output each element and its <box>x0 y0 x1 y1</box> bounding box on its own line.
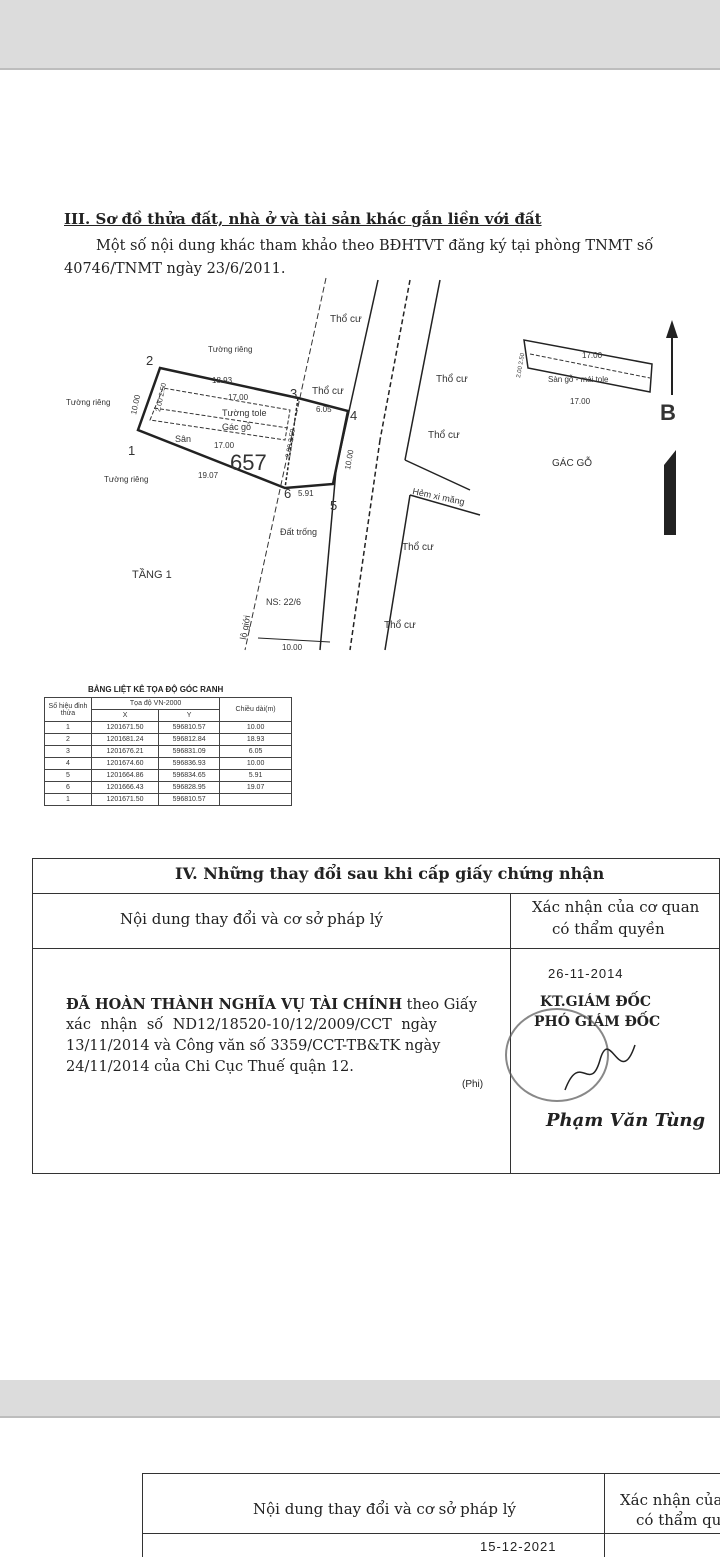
label-lo-gioi: lộ giới <box>238 615 252 641</box>
parcel-sketch: 1 2 3 4 5 6 657 Tường riêng Tường riêng … <box>66 277 678 652</box>
label-tho-cu-2: Thổ cư <box>312 385 344 397</box>
label-tuong-tole: Tường tole <box>222 408 266 418</box>
label-san: Sân <box>175 434 191 444</box>
coord-col-len: Chiều dài(m) <box>219 697 292 722</box>
label-tang1: TẦNG 1 <box>132 568 172 581</box>
label-dat-trong: Đất trống <box>280 527 317 537</box>
bottom-date: 15-12-2021 <box>480 1539 557 1554</box>
dim-19-07: 19.07 <box>198 471 219 480</box>
coord-col-x: X <box>90 709 160 722</box>
label-gac-go: Gác gỗ <box>222 422 251 432</box>
dim-2-00-2-50: 2.00 2.50 <box>155 382 168 412</box>
label-tuong-rieng-left: Tường riêng <box>66 398 110 407</box>
dim-2-00-2-50-inner: 2.00 2.50 <box>285 428 297 458</box>
gac-go-outline <box>523 339 653 393</box>
section4-content-line4: 24/11/2014 của Chi Cục Thuế quận 12. <box>66 1059 354 1075</box>
section3-heading: III. Sơ đồ thửa đất, nhà ở và tài sản kh… <box>64 210 542 228</box>
label-tho-cu-3: Thổ cư <box>436 373 468 385</box>
bottom-col1-header: Nội dung thay đổi và cơ sở pháp lý <box>253 1500 516 1518</box>
section4-heading: IV. Những thay đổi sau khi cấp giấy chứn… <box>175 864 605 883</box>
coord-col-y: Y <box>158 709 221 722</box>
bottom-col2-header-1: Xác nhận của <box>620 1491 720 1509</box>
signer-name: Phạm Văn Tùng <box>546 1110 706 1131</box>
content-bold: ĐÃ HOÀN THÀNH NGHĨA VỤ TÀI CHÍNH <box>66 996 403 1013</box>
section3-note-line2: 40746/TNMT ngày 23/6/2011. <box>64 261 286 277</box>
point-1: 1 <box>128 443 135 458</box>
gac-go-dim-bottom: 17.00 <box>570 397 591 406</box>
label-ns: NS: 22/6 <box>266 597 301 607</box>
label-tuong-rieng-bottom: Tường riêng <box>104 475 148 484</box>
gac-go-san-go: Sàn gỗ - mái tole <box>548 375 609 384</box>
page-gap-middle <box>0 1380 720 1416</box>
dim-18-93: 18.93 <box>212 376 233 385</box>
label-tho-cu-6: Thổ cư <box>384 619 416 631</box>
point-4: 4 <box>350 408 357 423</box>
dim-10-00-road: 10.00 <box>282 643 303 652</box>
section4-col2-header-1: Xác nhận của cơ quan <box>532 898 700 916</box>
dim-5-91: 5.91 <box>298 489 314 498</box>
content-line1-rest: theo Giấy <box>406 997 478 1013</box>
point-2: 2 <box>146 353 153 368</box>
gac-go-title: GÁC GỖ <box>552 456 592 469</box>
approval-date: 26-11-2014 <box>548 966 624 981</box>
label-tho-cu-5: Thổ cư <box>402 541 434 553</box>
section4-content-line1: ĐÃ HOÀN THÀNH NGHĨA VỤ TÀI CHÍNH theo Gi… <box>66 996 477 1013</box>
signer-title-1: KT.GIÁM ĐỐC <box>540 994 651 1010</box>
signature-mark <box>564 1044 636 1091</box>
dim-17-00-top: 17.00 <box>228 393 249 402</box>
dim-10-00-left: 10.00 <box>129 393 142 415</box>
bottom-table <box>142 1473 720 1557</box>
parcel-number: 657 <box>230 450 267 475</box>
phi-label: (Phi) <box>462 1079 484 1090</box>
bottom-table-row-divider <box>142 1533 720 1534</box>
bottom-table-col-divider <box>604 1473 605 1557</box>
section4-content-line2: xác nhận số ND12/18520-10/12/2009/CCT ng… <box>66 1017 437 1033</box>
label-tho-cu-4: Thổ cư <box>428 429 460 441</box>
section4-divider-1 <box>32 893 720 894</box>
coord-table: Số hiệu đỉnh thửa Tọa độ VN-2000 Chiều d… <box>44 697 292 806</box>
section4-col2-header-2: có thẩm quyền <box>552 920 665 938</box>
point-6: 6 <box>284 486 291 501</box>
coord-table-title: BẢNG LIỆT KÊ TỌA ĐỘ GÓC RANH <box>88 685 224 694</box>
page-gap-top <box>0 0 720 68</box>
point-5: 5 <box>330 498 337 513</box>
bottom-col2-header-2: có thẩm qu <box>636 1511 720 1529</box>
section3-note-line1: Một số nội dung khác tham khảo theo BĐHT… <box>96 238 654 254</box>
dim-17-00-bottom: 17.00 <box>214 441 235 450</box>
coord-col-point: Số hiệu đỉnh thửa <box>44 697 92 722</box>
gac-go-dim-side: 2.00 2.50 <box>516 352 526 378</box>
dim-6-05: 6.05 <box>316 405 332 414</box>
official-stamp <box>505 1008 609 1102</box>
point-3: 3 <box>290 386 297 401</box>
coord-col-coord: Tọa độ VN-2000 <box>90 697 221 710</box>
section4-divider-2 <box>32 948 720 949</box>
label-tuong-rieng-top: Tường riêng <box>208 345 252 354</box>
dim-10-00-right: 10.00 <box>343 449 355 471</box>
gac-go-dim-top: 17.00 <box>582 351 603 360</box>
north-label: B <box>660 400 676 425</box>
section4-col1-header: Nội dung thay đổi và cơ sở pháp lý <box>120 910 383 928</box>
section4-content-line3: 13/11/2014 và Công văn số 3359/CCT-TB&TK… <box>66 1038 441 1054</box>
document-page-2 <box>0 1416 720 1559</box>
label-tho-cu-1: Thổ cư <box>330 313 362 325</box>
